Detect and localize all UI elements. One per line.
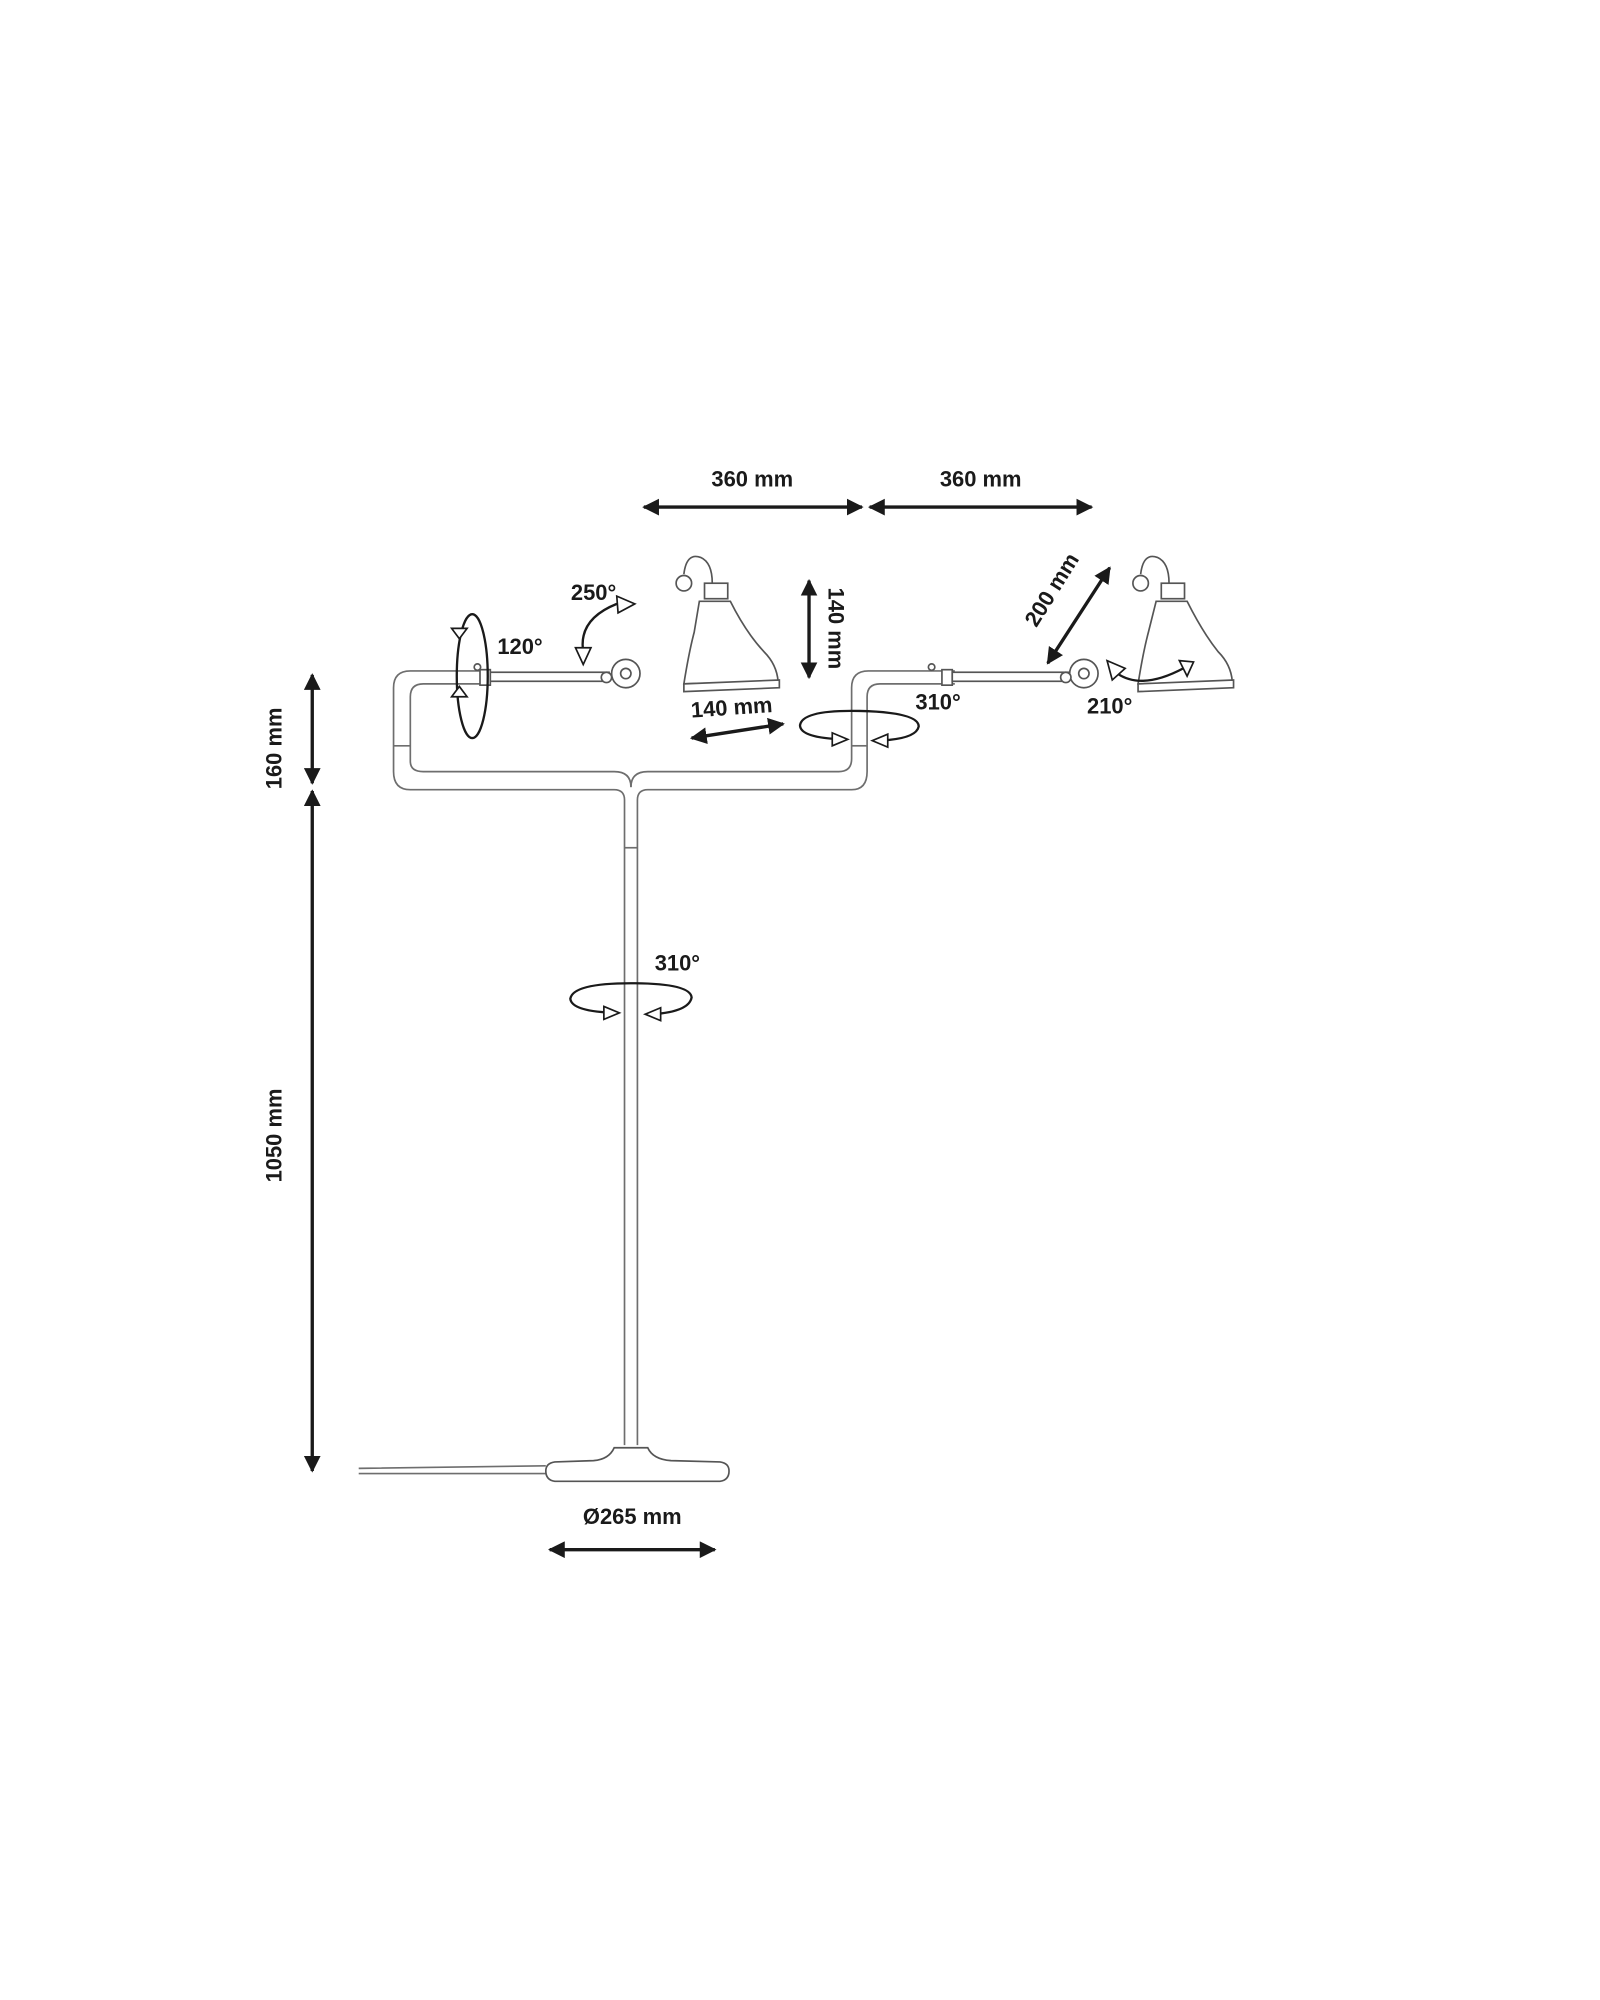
label-160: 160 mm <box>261 708 286 790</box>
label-360-left: 360 mm <box>711 466 793 491</box>
label-360-right: 360 mm <box>940 466 1022 491</box>
left-lamp-head <box>473 555 781 693</box>
label-120-degrees: 120° <box>497 634 542 659</box>
rotation-arrow-210 <box>1105 659 1195 682</box>
dimension-arrow-140-horizontal <box>689 717 785 745</box>
rotation-arrow-250 <box>574 594 637 667</box>
label-210-degrees: 210° <box>1087 694 1132 719</box>
label-1050: 1050 mm <box>261 1089 286 1183</box>
dimension-arrow-200 <box>1046 566 1112 665</box>
label-140-horizontal: 140 mm <box>690 692 773 723</box>
label-140-vertical: 140 mm <box>823 588 848 670</box>
rotation-arrow-120 <box>449 613 489 740</box>
label-310-degrees-branch: 310° <box>915 690 960 715</box>
lamp-frame <box>392 670 955 1446</box>
rotation-arrow-310-branch <box>798 709 920 749</box>
label-200: 200 mm <box>1019 548 1083 630</box>
label-310-degrees-stem: 310° <box>655 950 700 975</box>
rotation-arrow-310-stem <box>569 982 693 1022</box>
label-250-degrees: 250° <box>571 580 616 605</box>
label-base-diameter: Ø265 mm <box>583 1504 682 1529</box>
lamp-base <box>358 1446 730 1483</box>
